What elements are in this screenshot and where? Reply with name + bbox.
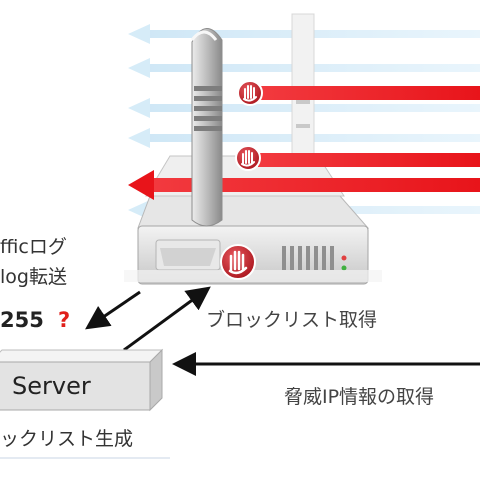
threat-arrow — [258, 86, 480, 100]
server-icon — [0, 348, 164, 412]
label-blocklist-generate: ックリスト生成 — [0, 428, 134, 450]
connector-blocklist — [123, 286, 211, 352]
tower-fins — [194, 86, 222, 131]
firewall-tower-icon — [190, 28, 223, 227]
rear-tower-icon — [291, 13, 315, 193]
connector-syslog — [85, 290, 141, 330]
stop-hand-icon — [220, 244, 256, 280]
threat-arrow-passing — [128, 170, 480, 200]
appliance-vents — [282, 246, 334, 270]
stop-hand-icon — [237, 80, 263, 106]
status-led — [341, 265, 347, 271]
label-traffic-log: fficログ — [0, 236, 67, 258]
threat-arrow — [258, 153, 480, 167]
status-led — [341, 255, 347, 261]
question-mark: ? — [58, 308, 71, 332]
stop-hand-icon — [235, 145, 261, 171]
label-ip-suffix: 255 — [0, 308, 44, 332]
threat-traffic-arrows — [128, 86, 480, 200]
server-label: Server — [12, 372, 91, 400]
label-blocklist-fetch: ブロックリスト取得 — [206, 309, 378, 331]
label-threat-ip-fetch: 脅威IP情報の取得 — [284, 386, 435, 408]
label-syslog-forward: log転送 — [0, 266, 67, 288]
